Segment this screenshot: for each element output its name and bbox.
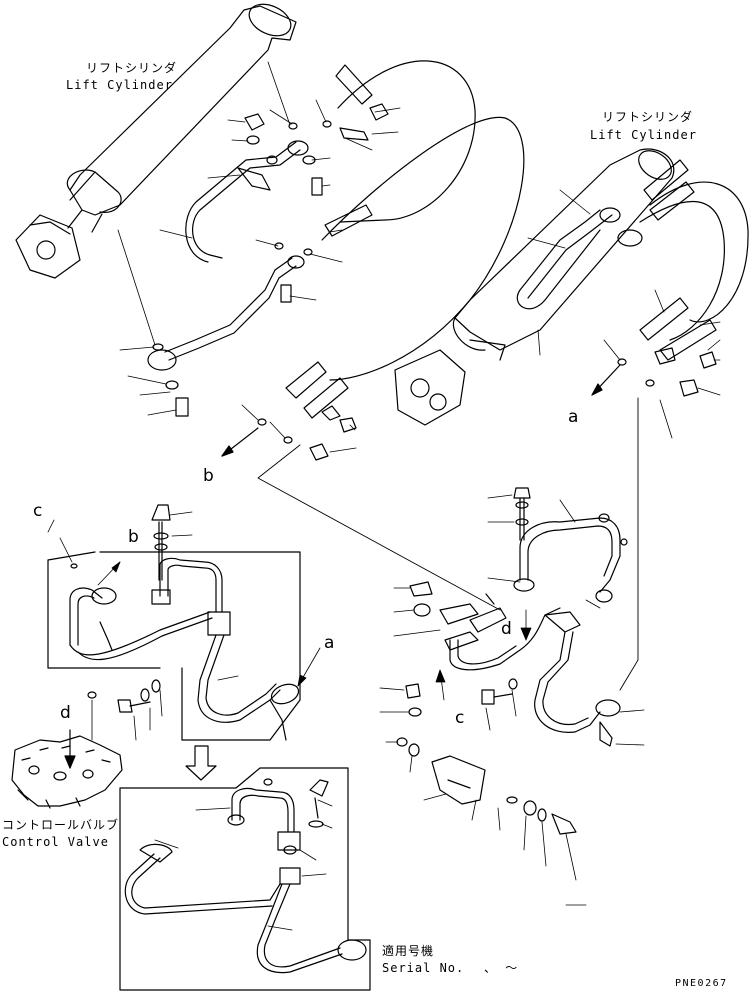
- leader-lines-inset: [154, 799, 333, 931]
- drawing-code: PNE0267: [675, 978, 728, 989]
- serial-en-label: Serial No.: [382, 961, 465, 975]
- inset-box: [119, 767, 371, 991]
- inset-arrow: [185, 745, 217, 781]
- connection-lines: [257, 397, 639, 691]
- leader-lines-lower-right: [379, 494, 645, 906]
- control-valve: [11, 729, 123, 809]
- control-valve-jp-label: コントロールバルブ: [2, 818, 120, 832]
- serial-jp-label: 適用号機: [382, 944, 435, 958]
- callout-d-right: d: [501, 619, 512, 639]
- pipes-upper-right: [516, 207, 717, 397]
- lift-cylinder-right-en-label: Lift Cylinder: [590, 128, 697, 142]
- callout-b-left: b: [128, 527, 139, 547]
- callout-c-left: c: [33, 501, 43, 521]
- leader-lines-lower-left: [47, 511, 321, 741]
- pipe-assembly-lower-left: [47, 504, 301, 741]
- lift-cylinder-right: [394, 148, 675, 426]
- control-valve-en-label: Control Valve: [2, 835, 109, 849]
- lift-cylinder-right-jp-label: リフトシリンダ: [602, 110, 694, 124]
- callout-a-left: a: [324, 633, 335, 653]
- callout-c-right: c: [455, 708, 465, 728]
- lift-cylinder-left-en-label: Lift Cylinder: [66, 78, 173, 92]
- callout-arrows-top: [221, 364, 621, 457]
- pipe-assembly-lower-right: [396, 487, 628, 835]
- leader-lines-upper-right: [527, 189, 721, 439]
- leader-lines-upper-left: [117, 61, 401, 453]
- callout-d-left: d: [60, 703, 71, 723]
- hoses-left: [285, 60, 525, 419]
- hoses-right: [639, 159, 749, 361]
- steel-pipes-upper-left: [147, 140, 309, 371]
- serial-range: 、 ～: [484, 961, 519, 975]
- lift-cylinder-left-jp-label: リフトシリンダ: [86, 61, 178, 75]
- hardware-upper-left: [152, 103, 389, 461]
- callout-b-top: b: [203, 466, 214, 486]
- callout-a-top: a: [568, 407, 579, 427]
- lift-cylinder-left: [15, 3, 297, 279]
